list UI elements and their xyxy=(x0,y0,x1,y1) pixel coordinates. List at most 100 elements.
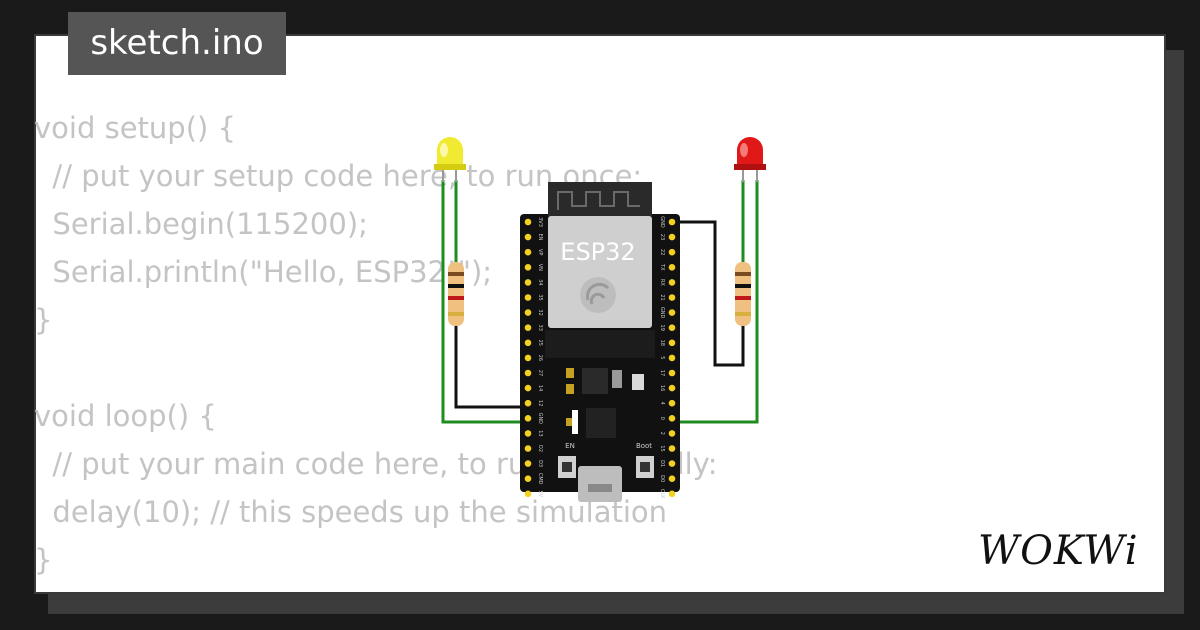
pin-label: 12 xyxy=(537,400,543,406)
pin-label: TX xyxy=(659,263,665,271)
pin-label: 19 xyxy=(659,325,665,331)
pin-hole[interactable] xyxy=(668,354,676,362)
yellow-led-resistor[interactable] xyxy=(448,262,464,326)
pin-label: 5 xyxy=(659,356,665,359)
pin-hole[interactable] xyxy=(524,475,532,483)
pin-label: 3V3 xyxy=(537,217,543,227)
pin-hole[interactable] xyxy=(668,279,676,286)
pin-label: 14 xyxy=(537,385,543,391)
pin-hole[interactable] xyxy=(524,248,532,256)
pin-hole[interactable] xyxy=(524,218,532,226)
boot-button[interactable] xyxy=(636,456,654,478)
pin-label: 23 xyxy=(659,234,665,240)
pin-hole[interactable] xyxy=(524,339,532,347)
pin-label: 13 xyxy=(537,430,543,436)
pin-label: 33 xyxy=(537,325,543,331)
pin-hole[interactable] xyxy=(668,248,676,256)
pin-label: 4 xyxy=(659,402,665,405)
pin-label: VN xyxy=(537,264,543,271)
code-editor: void setup() { // put your setup code he… xyxy=(34,104,718,584)
pin-label: D1 xyxy=(659,460,665,467)
code-line: Serial.begin(115200); xyxy=(34,207,368,241)
pin-hole[interactable] xyxy=(668,233,676,241)
pin-label: 25 xyxy=(537,340,543,346)
pin-hole[interactable] xyxy=(524,460,532,467)
code-line: } xyxy=(34,303,53,337)
pin-label: 21 xyxy=(659,294,665,300)
file-tab[interactable]: sketch.ino xyxy=(68,12,286,75)
pin-hole[interactable] xyxy=(524,369,532,377)
esp32-board[interactable]: ESP32 EN Boot 3V3ENVPVN34353233252627141… xyxy=(520,182,680,502)
pin-hole[interactable] xyxy=(668,415,676,422)
pin-label: CMD xyxy=(537,473,543,485)
pin-hole[interactable] xyxy=(668,369,676,377)
red-led-resistor[interactable] xyxy=(735,262,751,326)
pin-hole[interactable] xyxy=(668,384,676,392)
pin-hole[interactable] xyxy=(524,309,532,316)
antenna-trace xyxy=(557,191,640,210)
pin-label: 5V xyxy=(537,490,543,497)
en-button[interactable] xyxy=(558,456,576,478)
pin-hole[interactable] xyxy=(668,430,676,437)
usb-chip xyxy=(586,408,616,438)
pin-label: CLK xyxy=(659,489,665,499)
pin-label: 18 xyxy=(659,340,665,346)
pin-hole[interactable] xyxy=(668,399,676,407)
pin-hole[interactable] xyxy=(668,264,676,271)
pin-label: 32 xyxy=(537,309,543,315)
pin-label: GND xyxy=(659,216,665,228)
pin-hole[interactable] xyxy=(524,324,532,332)
pin-hole[interactable] xyxy=(668,324,676,332)
pin-hole[interactable] xyxy=(668,490,676,498)
code-line: } xyxy=(34,543,53,577)
small-component xyxy=(566,368,574,378)
small-component xyxy=(566,384,574,394)
pin-label: 17 xyxy=(659,370,665,376)
pin-label: 27 xyxy=(537,370,543,376)
pin-label: GND xyxy=(659,307,665,319)
pin-hole[interactable] xyxy=(668,309,676,316)
pin-label: EN xyxy=(537,234,543,241)
pin-label: 22 xyxy=(659,249,665,255)
pin-hole[interactable] xyxy=(524,430,532,437)
boot-label: Boot xyxy=(636,442,652,450)
pin-hole[interactable] xyxy=(668,218,676,226)
pin-label: VP xyxy=(537,249,543,255)
pin-hole[interactable] xyxy=(524,384,532,392)
pin-label: D2 xyxy=(537,445,543,452)
pin-hole[interactable] xyxy=(668,460,676,467)
pin-label: D0 xyxy=(659,475,665,482)
pin-hole[interactable] xyxy=(668,445,676,452)
pin-label: 34 xyxy=(537,279,543,285)
regulator-chip xyxy=(582,368,608,394)
red-led[interactable] xyxy=(734,137,766,182)
pin-hole[interactable] xyxy=(524,490,532,498)
pin-hole[interactable] xyxy=(524,279,532,286)
wire-red-led-anode xyxy=(672,180,759,424)
pin-hole[interactable] xyxy=(524,354,532,362)
pin-hole[interactable] xyxy=(524,399,532,407)
module-base xyxy=(545,330,655,358)
pin-hole[interactable] xyxy=(668,475,676,483)
left-pin-header: 3V3ENVPVN343532332526271412GND13D2D3CMD5… xyxy=(524,217,543,498)
code-line: void loop() { xyxy=(34,399,217,433)
pin-label: 15 xyxy=(659,445,665,451)
wire-red-resistor-gnd xyxy=(672,220,745,367)
pin-hole[interactable] xyxy=(524,233,532,241)
pin-hole[interactable] xyxy=(524,445,532,452)
pin-label: GND xyxy=(537,413,543,425)
en-label: EN xyxy=(565,442,575,450)
pin-label: 35 xyxy=(537,294,543,300)
usb-port-inner xyxy=(588,484,612,492)
wires xyxy=(441,180,759,424)
pin-label: 0 xyxy=(659,417,665,420)
yellow-led[interactable] xyxy=(434,137,466,182)
pin-hole[interactable] xyxy=(668,339,676,347)
pin-label: D3 xyxy=(537,460,543,467)
pin-hole[interactable] xyxy=(524,415,532,422)
pin-hole[interactable] xyxy=(524,264,532,271)
pin-hole[interactable] xyxy=(668,294,676,301)
code-line: void setup() { xyxy=(34,111,236,145)
pin-hole[interactable] xyxy=(524,294,532,301)
